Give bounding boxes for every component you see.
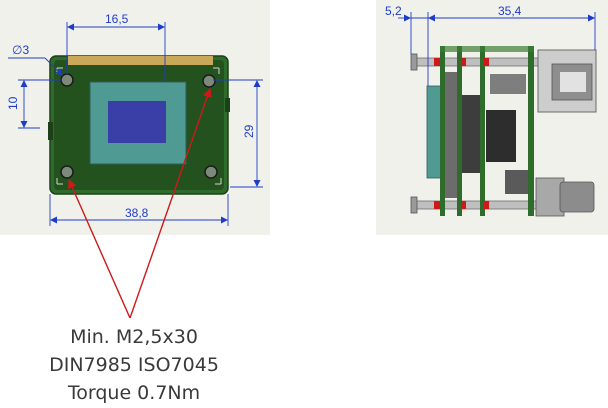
annotation-line-3: Torque 0.7Nm: [67, 382, 200, 404]
mounting-hole-icon: [60, 73, 74, 87]
connector-strip: [68, 56, 213, 65]
dimension-top: [66, 22, 166, 82]
dimension-right-label: 29: [242, 124, 256, 138]
dimension-side: [398, 12, 596, 86]
screw-leader-arrows: [68, 88, 212, 319]
screw-top: [414, 57, 539, 67]
dimension-side-right-label: 35,4: [498, 4, 522, 18]
mounting-hole-icon: [204, 165, 218, 179]
camera-board-front: [48, 55, 230, 195]
dimension-bottom: [49, 194, 229, 226]
screw-bottom: [414, 200, 539, 210]
leader-arrow-upper-right: [129, 88, 212, 319]
round-connector: [535, 177, 565, 217]
dimension-top-label: 16,5: [105, 12, 129, 26]
mounting-hole-icon: [60, 165, 74, 179]
dimension-left: [18, 79, 62, 129]
dimension-bottom-label: 38,8: [125, 206, 149, 220]
dimension-hole-label: ∅3: [12, 43, 29, 57]
annotation-line-1: Min. M2,5x30: [70, 326, 198, 348]
screw-annotation: Min. M2,5x30 DIN7985 ISO7045 Torque 0.7N…: [49, 326, 219, 404]
annotation-line-2: DIN7985 ISO7045: [49, 354, 219, 376]
front-view: 16,5 ∅3 10 29 38,8: [0, 0, 270, 235]
camera-assembly-side: [410, 46, 597, 217]
dimension-right: [213, 79, 263, 188]
dimension-left-label: 10: [6, 96, 20, 110]
dimension-hole: [8, 57, 63, 76]
side-view: 5,2 35,4: [376, 0, 608, 235]
dimension-side-left-label: 5,2: [385, 4, 402, 18]
sensor-core: [108, 101, 166, 143]
mounting-hole-icon: [202, 74, 216, 88]
leader-arrow-lower-left: [68, 179, 131, 319]
